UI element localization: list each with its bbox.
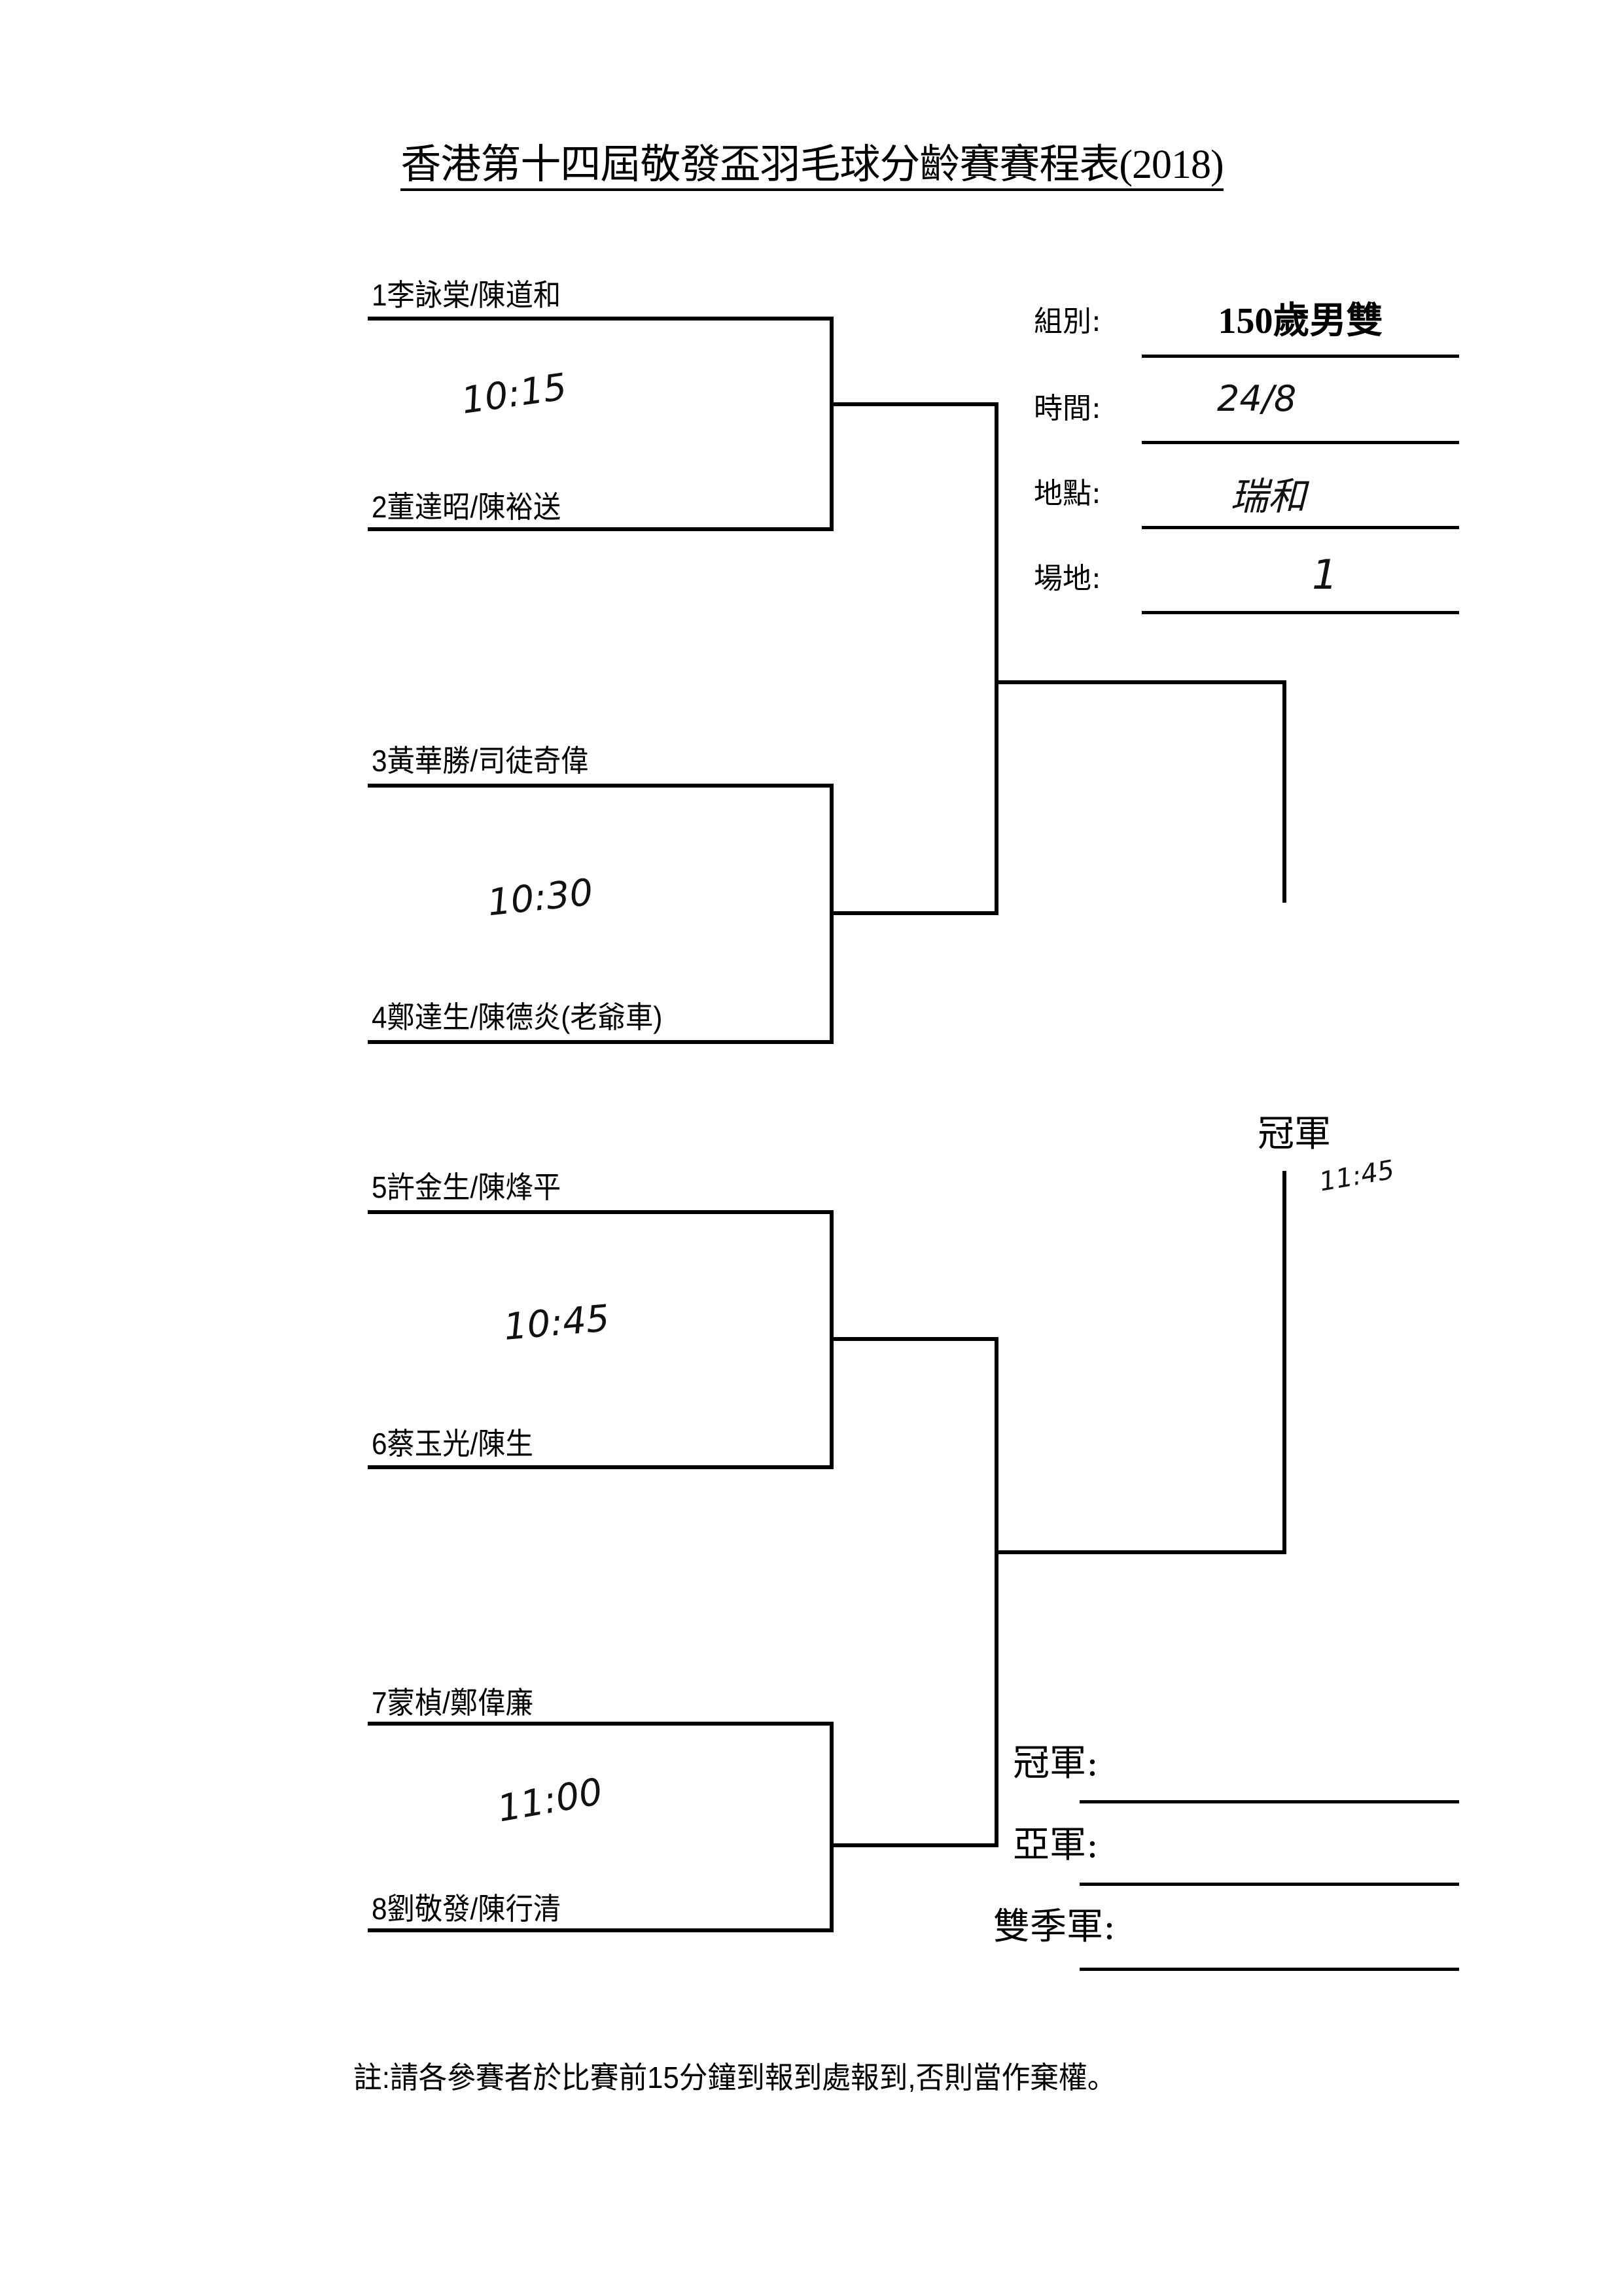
match-time-3: 10:45 <box>502 1297 611 1349</box>
team-4: 4鄭達生/陳德炎(老爺車) <box>372 1000 663 1034</box>
bracket-line <box>368 527 834 531</box>
footnote: 註:請各參賽者於比賽前15分鐘到報到處報到,否則當作棄權。 <box>353 2061 1116 2095</box>
team-2: 2董達昭/陳裕送 <box>372 490 561 524</box>
bracket-line <box>995 402 998 915</box>
group-label: 組別: <box>1034 305 1101 338</box>
final-label: 冠軍 <box>1258 1113 1331 1155</box>
time-value: 24/8 <box>1217 378 1297 419</box>
team-7: 7蒙楨/鄭偉廉 <box>372 1686 533 1720</box>
bracket-line <box>830 402 998 406</box>
bracket-line <box>995 680 1286 684</box>
bracket-line <box>368 1928 834 1932</box>
team-6: 6蔡玉光/陳生 <box>372 1427 533 1461</box>
third-place-field[interactable] <box>1080 1968 1459 1971</box>
runner-up-field[interactable] <box>1080 1883 1459 1886</box>
venue-line <box>1142 526 1459 529</box>
bracket-line <box>995 1550 1286 1554</box>
team-3: 3黃華勝/司徒奇偉 <box>372 744 589 778</box>
time-label: 時間: <box>1034 392 1101 425</box>
bracket-line <box>830 1722 834 1932</box>
court-label: 場地: <box>1034 562 1101 595</box>
court-line <box>1142 611 1459 614</box>
bracket-line <box>368 1722 834 1726</box>
bracket-line <box>368 1465 834 1469</box>
bracket-line <box>1282 1171 1286 1554</box>
bracket-line <box>830 911 998 915</box>
bracket-line <box>830 317 834 531</box>
bracket-line <box>830 1337 998 1341</box>
bracket-line <box>368 784 834 788</box>
bracket-line <box>368 1210 834 1214</box>
team-1: 1李詠棠/陳道和 <box>372 278 561 312</box>
match-time-2: 10:30 <box>485 871 595 925</box>
time-line <box>1142 441 1459 444</box>
bracket-line <box>1282 680 1286 903</box>
group-value: 150歲男雙 <box>1218 301 1383 341</box>
bracket-line <box>368 1040 834 1044</box>
team-8: 8劉敬發/陳行清 <box>372 1892 561 1926</box>
venue-label: 地點: <box>1034 477 1101 510</box>
match-time-4: 11:00 <box>494 1770 606 1831</box>
champion-label: 冠軍: <box>1013 1742 1099 1784</box>
team-5: 5許金生/陳烽平 <box>372 1170 561 1204</box>
runner-up-label: 亞軍: <box>1013 1824 1099 1866</box>
page-title: 香港第十四屆敬發盃羽毛球分齡賽賽程表(2018) <box>0 131 1624 191</box>
page-title-text: 香港第十四屆敬發盃羽毛球分齡賽賽程表(2018) <box>400 143 1224 191</box>
venue-value: 瑞和 <box>1230 474 1307 519</box>
bracket-line <box>368 317 834 321</box>
champion-field[interactable] <box>1080 1800 1459 1803</box>
final-time: 11:45 <box>1316 1155 1397 1198</box>
third-place-label: 雙季軍: <box>993 1905 1116 1948</box>
court-value: 1 <box>1312 551 1338 599</box>
bracket-line <box>830 1843 998 1847</box>
group-line <box>1142 355 1459 358</box>
bracket-line <box>995 1337 998 1847</box>
match-time-1: 10:15 <box>459 366 570 423</box>
